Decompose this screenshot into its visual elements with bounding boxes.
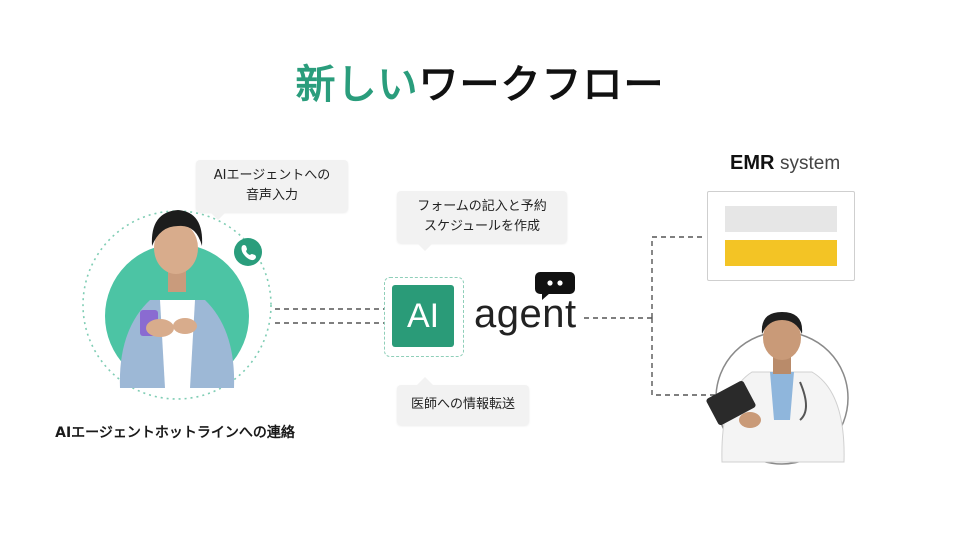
connector-to-doctor <box>651 318 718 396</box>
emr-label: EMR system <box>730 152 840 175</box>
page-title: 新しいワークフロー <box>0 52 960 110</box>
phone-icon <box>241 245 256 261</box>
caller-bubble-line1: AIエージェントへの <box>213 168 331 183</box>
caller-person-illustration <box>119 210 235 388</box>
emr-card <box>707 191 855 281</box>
ai-transfer-bubble: 医師への情報転送 <box>397 377 529 425</box>
ai-box-frame <box>384 277 464 357</box>
bubble-tail <box>417 377 433 385</box>
caller-voice-bubble: AIエージェントへの 音声入力 <box>196 160 348 220</box>
ai-form-bubble: フォームの記入と予約 スケジュールを作成 <box>397 191 567 251</box>
caller-bubble-line2: 音声入力 <box>245 188 298 203</box>
emr-field-gray <box>725 206 837 232</box>
bubble-tail <box>210 212 226 220</box>
doctor-illustration <box>706 312 845 463</box>
ai-bubble-top-line2: スケジュールを作成 <box>423 219 541 234</box>
caller-dotted-ring <box>82 210 272 400</box>
emr-label-rest: system <box>780 153 841 174</box>
phone-icon-badge <box>234 238 262 266</box>
title-accent: 新しい <box>295 62 419 108</box>
emr-field-highlight <box>725 240 837 266</box>
agent-word: agent <box>474 292 577 336</box>
title-rest: ワークフロー <box>418 62 665 108</box>
chat-bubble-icon <box>535 272 575 300</box>
connector-to-emr <box>651 236 705 318</box>
ai-bubble-top-line1: フォームの記入と予約 <box>417 199 547 214</box>
ai-bubble-bottom-text: 医師への情報転送 <box>410 397 515 412</box>
ai-box: AI <box>392 285 454 347</box>
caller-label: AIエージェントホットラインへの連絡 <box>55 425 295 441</box>
emr-label-bold: EMR <box>730 152 775 174</box>
bubble-tail <box>417 243 433 251</box>
